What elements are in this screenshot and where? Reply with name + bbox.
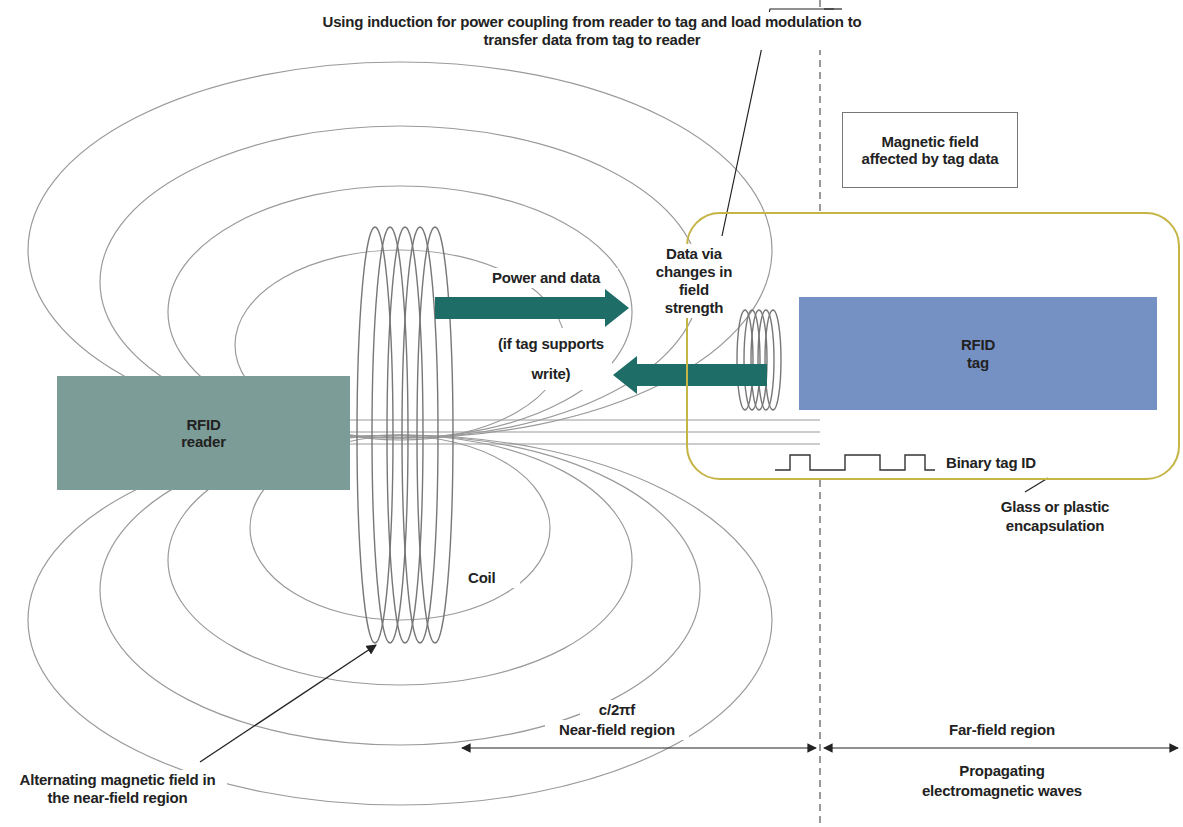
coil-winding bbox=[402, 227, 438, 643]
tag-coil bbox=[737, 310, 781, 410]
signal-arrow bbox=[613, 356, 767, 394]
edge-label: Data via changes in field strength bbox=[652, 244, 736, 318]
field-lines bbox=[28, 62, 820, 805]
coil-winding bbox=[417, 227, 453, 643]
node-text: RFID reader bbox=[181, 416, 226, 451]
field-line bbox=[350, 419, 820, 420]
field-line bbox=[350, 443, 820, 444]
binary-waveform bbox=[775, 455, 935, 470]
coil-winding bbox=[758, 310, 774, 410]
diagram-title: Using induction for power coupling from … bbox=[320, 12, 864, 50]
region-label: Near-field region bbox=[545, 720, 689, 740]
region-label: Far-field region bbox=[930, 720, 1074, 740]
dimension-arrow bbox=[824, 747, 1178, 748]
dashed-line bbox=[819, 480, 820, 827]
leader-line bbox=[1025, 478, 1048, 492]
part-label: Coil bbox=[466, 568, 520, 588]
node-text: RFID tag bbox=[961, 336, 995, 371]
note-label: (if tag supports write) bbox=[490, 328, 612, 390]
reader-box: RFID reader bbox=[57, 376, 350, 490]
field-line bbox=[350, 431, 820, 432]
region-label: Propagating electromagnetic waves bbox=[915, 760, 1089, 801]
tag-box: RFID tag bbox=[799, 297, 1157, 410]
leader-line bbox=[824, 8, 842, 9]
node-text: Glass or plastic encapsulation bbox=[980, 498, 1130, 536]
callout-box: Magnetic field affected by tag data bbox=[842, 112, 1018, 188]
callout-label: Alternating magnetic field in the near-f… bbox=[8, 770, 227, 808]
coil-winding bbox=[765, 310, 781, 410]
node-text: Magnetic field affected by tag data bbox=[855, 133, 1005, 168]
reader-coil bbox=[357, 227, 453, 643]
dimension-label: c/2πf bbox=[580, 700, 654, 720]
signal-label: Binary tag ID bbox=[944, 453, 1068, 473]
signal-arrow bbox=[435, 289, 629, 327]
edge-label: Power and data bbox=[474, 268, 618, 288]
dimension-arrow bbox=[462, 747, 816, 748]
leader-arrow bbox=[200, 645, 376, 762]
region-boundary bbox=[819, 0, 820, 827]
field-line bbox=[28, 435, 772, 805]
encapsulation-outline: Glass or plastic encapsulationRFID tag bbox=[686, 212, 1180, 480]
